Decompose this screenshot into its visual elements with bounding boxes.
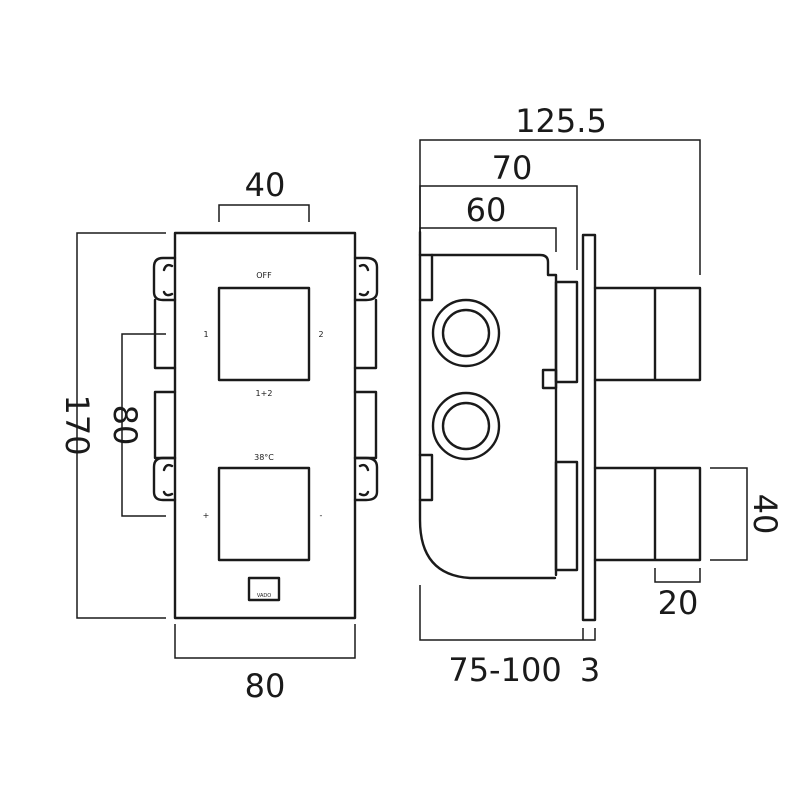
valve-body-bottom-notch bbox=[418, 453, 434, 502]
label-minus: - bbox=[320, 511, 323, 520]
dim-line-60 bbox=[419, 227, 557, 252]
knob-bottom bbox=[593, 466, 702, 562]
temperature-control-knob bbox=[217, 466, 311, 562]
rail-right bbox=[353, 298, 378, 460]
dim-label-40-side: 40 bbox=[746, 494, 784, 535]
valve-body-top-notch bbox=[418, 253, 434, 302]
valve-body-top-edge bbox=[430, 253, 558, 577]
wall-plate bbox=[581, 233, 597, 622]
dim-line-40-side bbox=[710, 467, 748, 561]
tab-bottom-left-detail bbox=[162, 463, 174, 497]
sleeve-clip bbox=[541, 368, 558, 390]
label-off: OFF bbox=[256, 271, 272, 280]
dim-line-70 bbox=[419, 185, 578, 270]
dim-label-20: 20 bbox=[658, 584, 699, 622]
dim-label-75-100: 75-100 bbox=[448, 651, 561, 689]
side-view: 125.5 70 60 20 75-100 3 40 bbox=[418, 102, 784, 689]
dim-line-20 bbox=[654, 568, 701, 583]
tab-bottom-right-detail bbox=[358, 463, 370, 497]
dim-label-3: 3 bbox=[580, 651, 600, 689]
inlet-outer-top bbox=[431, 298, 501, 368]
inlet-inner-top bbox=[441, 308, 491, 358]
dim-label-170: 170 bbox=[58, 394, 96, 455]
label-outlet-1: 1 bbox=[203, 330, 208, 339]
sleeve-bottom bbox=[554, 460, 579, 572]
sleeve-top bbox=[554, 280, 579, 384]
dim-line-170 bbox=[76, 232, 166, 619]
inlet-outer-bottom bbox=[431, 391, 501, 461]
face-plate bbox=[173, 231, 357, 620]
tab-top-right bbox=[353, 256, 379, 302]
dim-line-40-top bbox=[218, 204, 310, 222]
valve-body-outline bbox=[418, 230, 557, 580]
dim-line-75-100 bbox=[419, 585, 596, 641]
dim-label-80-bottom: 80 bbox=[245, 667, 286, 705]
dim-label-40-top: 40 bbox=[245, 166, 286, 204]
rail-left bbox=[153, 298, 177, 460]
label-temperature: 38°C bbox=[254, 453, 274, 462]
dim-label-125-5: 125.5 bbox=[515, 102, 607, 140]
front-view: OFF 1 2 1+2 38°C + - VADO 40 80 170 80 bbox=[58, 166, 379, 705]
knob-top bbox=[593, 286, 702, 382]
label-outlet-both: 1+2 bbox=[256, 389, 273, 398]
tab-top-right-detail bbox=[358, 263, 370, 297]
tab-top-left-detail bbox=[162, 263, 174, 297]
inlet-inner-bottom bbox=[441, 401, 491, 451]
mounting-tabs bbox=[152, 256, 379, 502]
dim-label-80-vertical: 80 bbox=[106, 405, 144, 446]
label-plus: + bbox=[203, 511, 210, 520]
tab-top-left bbox=[152, 256, 177, 302]
label-outlet-2: 2 bbox=[318, 330, 323, 339]
dim-label-60: 60 bbox=[466, 191, 507, 229]
dim-label-70: 70 bbox=[492, 149, 533, 187]
dim-line-80-bottom bbox=[174, 624, 356, 659]
flow-control-knob bbox=[217, 286, 311, 382]
dim-line-80-vertical bbox=[121, 333, 166, 517]
logo-vado: VADO bbox=[257, 593, 271, 599]
logo-box bbox=[247, 576, 281, 602]
